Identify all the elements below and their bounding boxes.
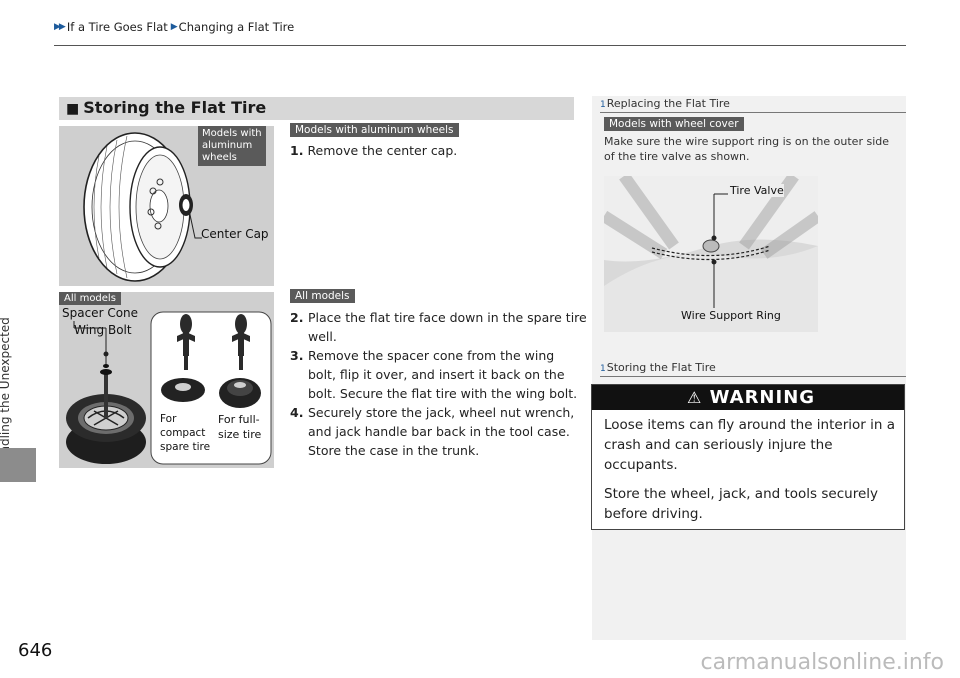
watermark: carmanualsonline.info <box>700 650 944 675</box>
label-line: size tire <box>218 428 262 441</box>
breadcrumb-item-changing[interactable]: Changing a Flat Tire <box>178 20 295 34</box>
wire-ring-note: Make sure the wire support ring is on th… <box>604 134 889 164</box>
all-models-tag: All models <box>59 292 121 305</box>
step-line: Remove the spacer cone from the wing <box>308 348 555 363</box>
chapter-tab-marker <box>0 448 36 482</box>
wing-bolt-label: Wing Bolt <box>74 323 132 337</box>
step-line: Securely store the jack, wheel nut wrenc… <box>308 405 575 420</box>
warning-text-2: Store the wheel, jack, and tools securel… <box>604 484 896 524</box>
warning-title-text: WARNING <box>709 387 816 408</box>
label-line: For full- <box>218 413 260 426</box>
step-number: 1. <box>290 143 304 158</box>
breadcrumb: ▶▶ If a Tire Goes Flat ▶ Changing a Flat… <box>54 20 294 34</box>
step-4: 4. Securely store the jack, wheel nut wr… <box>290 403 590 460</box>
warning-title: ⚠ WARNING <box>620 385 882 410</box>
step-1: 1. Remove the center cap. <box>290 141 457 160</box>
models-aluminum-heading-tag: Models with aluminum wheels <box>290 123 459 137</box>
tire-valve-illustration <box>600 172 822 332</box>
note-line: Make sure the wire support ring is on th… <box>604 135 889 148</box>
breadcrumb-arrow-icon: ▶▶ <box>54 22 66 32</box>
tire-valve-label: Tire Valve <box>730 184 784 197</box>
figure-spacer-cone: All models Spacer Cone Wing Bolt For co <box>59 292 274 468</box>
label-line: For <box>160 413 177 425</box>
step-number: 2. <box>290 310 304 325</box>
warning-line: Loose items can fly around the interior … <box>604 417 895 433</box>
spare-tire-illustration <box>66 311 272 465</box>
warning-line: crash and can seriously injure the <box>604 437 833 453</box>
breadcrumb-item-flat-tire[interactable]: If a Tire Goes Flat <box>66 20 168 34</box>
reference-icon: 1 <box>600 364 606 374</box>
step-line: bolt, flip it over, and insert it back o… <box>308 367 565 382</box>
steps-2-4: 2. Place the flat tire face down in the … <box>290 308 590 460</box>
tire-center-cap-illustration <box>83 132 202 282</box>
warning-line: occupants. <box>604 457 678 473</box>
spacer-cone-label: Spacer Cone <box>62 306 139 320</box>
reference-icon: 1 <box>600 100 606 110</box>
step-line: Store the case in the trunk. <box>308 443 480 458</box>
step-line: Place the flat tire face down in the spa… <box>308 310 587 325</box>
step-3: 3. Remove the spacer cone from the wing … <box>290 346 590 403</box>
step-number: 3. <box>290 348 304 363</box>
compact-spare-label: For compact spare tire <box>160 412 210 454</box>
section-title: ■Storing the Flat Tire <box>66 98 266 117</box>
step-2: 2. Place the flat tire face down in the … <box>290 308 590 346</box>
all-models-heading-tag: All models <box>290 289 355 303</box>
center-cap-label: Center Cap <box>201 227 269 241</box>
step-line: well. <box>308 329 337 344</box>
ref-replacing-flat-tire[interactable]: 1Replacing the Flat Tire <box>600 97 730 110</box>
step-text: Remove the center cap. <box>307 143 458 158</box>
figure-tire-valve: Tire Valve Wire Support Ring <box>600 172 822 332</box>
warning-line: before driving. <box>604 506 703 522</box>
breadcrumb-arrow-icon: ▶ <box>170 22 178 32</box>
models-aluminum-tag: Models with aluminum wheels <box>198 126 266 166</box>
ref-title: Storing the Flat Tire <box>606 361 716 374</box>
tag-line: aluminum <box>202 140 253 151</box>
figure-center-cap: Models with aluminum wheels Center Cap <box>59 126 274 286</box>
header-divider <box>54 45 906 46</box>
warning-header-bar <box>592 385 904 410</box>
tag-line: wheels <box>202 152 237 163</box>
section-marker-icon: ■ <box>66 101 80 117</box>
step-line: and jack handle bar back in the tool cas… <box>308 424 570 439</box>
label-line: compact <box>160 427 206 439</box>
warning-text-1: Loose items can fly around the interior … <box>604 415 896 475</box>
note-line: of the tire valve as shown. <box>604 150 750 163</box>
tag-line: Models with <box>202 128 262 139</box>
step-number: 4. <box>290 405 304 420</box>
section-header-bar <box>59 97 574 120</box>
page-number: 646 <box>18 640 53 661</box>
label-line: spare tire <box>160 441 211 453</box>
ref-title: Replacing the Flat Tire <box>606 97 730 110</box>
sidebar-divider <box>600 112 906 113</box>
ref-storing-flat-tire[interactable]: 1Storing the Flat Tire <box>600 361 716 374</box>
warning-line: Store the wheel, jack, and tools securel… <box>604 486 879 502</box>
models-wheel-cover-tag: Models with wheel cover <box>604 117 744 131</box>
warning-triangle-icon: ⚠ <box>686 388 703 407</box>
full-size-label: For full- size tire <box>218 412 261 442</box>
sidebar-divider <box>600 376 906 377</box>
step-line: bolt. Secure the flat tire with the wing… <box>308 386 578 401</box>
section-title-text: Storing the Flat Tire <box>83 98 267 117</box>
wire-support-ring-label: Wire Support Ring <box>681 309 781 322</box>
